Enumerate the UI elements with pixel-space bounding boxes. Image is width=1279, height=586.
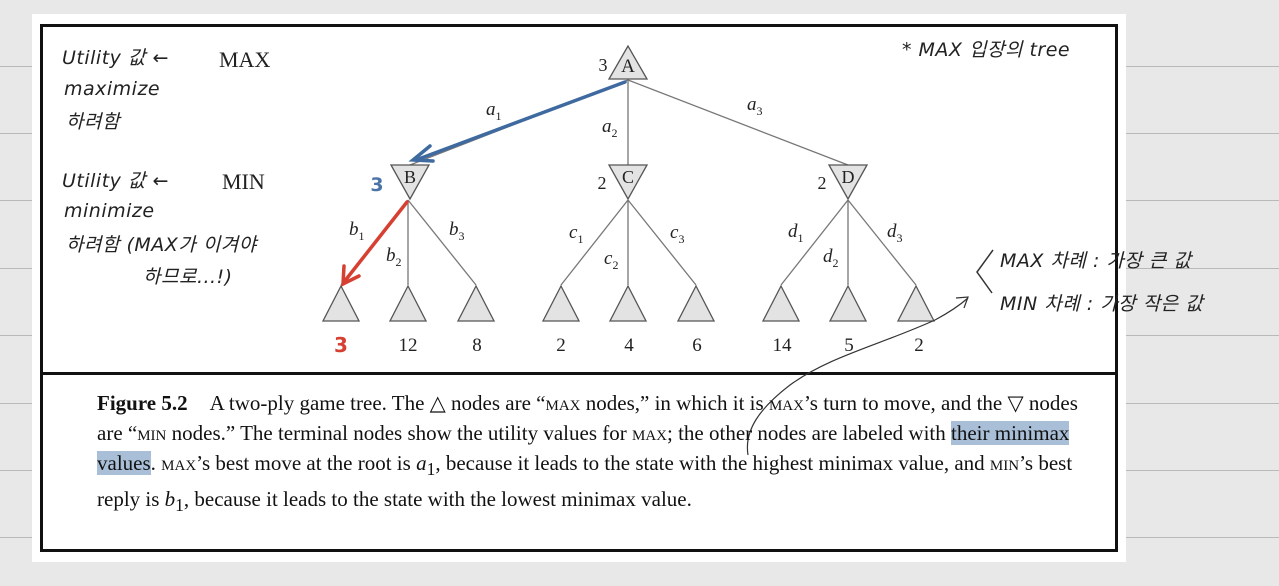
caption-text: ’s best reply is: [97, 451, 1073, 512]
edge-label-a2: a2: [602, 116, 618, 140]
edge-label-c1: c1: [569, 222, 583, 246]
note-max-turn: MAX 차례 : 가장 큰 값: [1000, 250, 1193, 272]
edge-d3: [847, 199, 917, 286]
caption-smallcaps: max: [161, 451, 197, 475]
edge-c3: [627, 199, 697, 286]
note-min-should: 하려함 (MAX가 이겨야: [66, 234, 259, 256]
note-max-maximize: maximize: [64, 78, 160, 100]
leaf-value: 6: [692, 335, 702, 356]
figure-frame: [40, 24, 1118, 374]
note-min-should2: 하므로...!): [143, 266, 233, 288]
caption-text: ’s turn to move, and the ▽ nodes are “: [97, 391, 1078, 445]
caption-math-sub: 1: [426, 459, 436, 480]
leaf-value: 2: [914, 335, 924, 356]
connector-arrowhead: [955, 296, 969, 309]
edge-label-c2: c2: [604, 248, 618, 272]
node-label-b: B: [404, 167, 416, 187]
edge-label-d3: d3: [887, 221, 903, 245]
edge-label-a1: a1: [486, 99, 502, 123]
caption-math: a: [416, 451, 427, 475]
max-node-a: [607, 44, 649, 80]
caption-text: A two-ply game tree. The △ nodes are “: [209, 391, 546, 415]
node-value-d: 2: [818, 173, 827, 193]
node-label-c: C: [622, 167, 634, 187]
figure-caption: Figure 5.2 A two-ply game tree. The △ nod…: [97, 388, 1087, 520]
edge-b3: [407, 199, 477, 286]
note-max-should: 하려함: [66, 111, 122, 133]
edge-label-d1: d1: [788, 221, 804, 245]
leaf-node: [541, 284, 581, 322]
note-min-turn: MIN 차례 : 가장 작은 값: [1000, 293, 1205, 315]
edge-label-d2: d2: [823, 246, 839, 270]
caption-smallcaps: max: [632, 421, 668, 445]
edge-label-c3: c3: [670, 222, 684, 246]
leaf-node: [676, 284, 716, 322]
leaf-node: [761, 284, 801, 322]
caption-frame: [40, 372, 1118, 552]
note-corner: * MAX 입장의 tree: [902, 39, 1070, 61]
min-node-b: [389, 164, 431, 201]
caption-smallcaps: max: [768, 391, 804, 415]
note-min-utility: Utility 값 ←: [62, 170, 169, 192]
caption-text: .: [150, 451, 162, 475]
leaf-node: [608, 284, 648, 322]
min-node-d: [827, 164, 869, 201]
connector-curve: [746, 297, 969, 456]
bracket-mark: [976, 249, 994, 294]
edge-label-a3: a3: [747, 94, 763, 118]
blue-arrow: [408, 80, 627, 163]
node-value-c: 2: [598, 173, 607, 193]
edge-label-b2: b2: [386, 245, 402, 269]
edge-c1: [560, 199, 629, 286]
leaf-value: 2: [556, 335, 566, 356]
b-value-annotation: 3: [370, 174, 383, 196]
caption-text: , because it leads to the state with the…: [435, 451, 990, 475]
caption-smallcaps: min: [137, 421, 167, 445]
leaf-node: [896, 284, 936, 322]
edge-d1: [780, 199, 849, 286]
node-label-a: A: [621, 56, 635, 77]
node-label-d: D: [842, 167, 855, 187]
leaf-node: [321, 284, 361, 322]
leaf-node: [388, 284, 428, 322]
caption-text: , because it leads to the state with the…: [183, 487, 692, 512]
note-max-word: MAX: [219, 47, 270, 72]
figure-label: Figure 5.2: [97, 391, 188, 415]
note-max-utility: Utility 값 ←: [62, 47, 169, 69]
caption-text: nodes.” The terminal nodes show the util…: [166, 421, 632, 445]
caption-math-sub: 1: [175, 495, 184, 516]
caption-smallcaps: min: [989, 451, 1020, 475]
note-min-minimize: minimize: [64, 200, 155, 222]
pasted-figure-card: [32, 14, 1126, 562]
leaf-triangles: [321, 284, 936, 322]
leaf-node: [828, 284, 868, 322]
edge-label-b1: b1: [349, 219, 365, 243]
edge-a3: [627, 79, 849, 166]
leaf-value: 8: [472, 335, 482, 356]
leaf-value: 4: [624, 335, 634, 356]
caption-smallcaps: max: [545, 391, 581, 415]
leaf-value: 12: [399, 335, 418, 356]
red-arrow: [341, 200, 409, 287]
min-node-c: [607, 164, 649, 201]
leaf-value: 14: [773, 335, 793, 356]
leaf-value: 5: [844, 335, 854, 356]
note-min-word: MIN: [222, 169, 265, 194]
leaf-node: [456, 284, 496, 322]
caption-text: ’s best move at the root is: [196, 451, 417, 475]
caption-text: nodes,” in which it is: [580, 391, 769, 415]
caption-text: ; the other nodes are labeled with: [667, 421, 951, 445]
edge-label-b3: b3: [449, 219, 465, 243]
caption-math: b: [164, 487, 176, 512]
leaf-value-annotation: 3: [334, 333, 348, 357]
node-value-a: 3: [599, 55, 608, 75]
